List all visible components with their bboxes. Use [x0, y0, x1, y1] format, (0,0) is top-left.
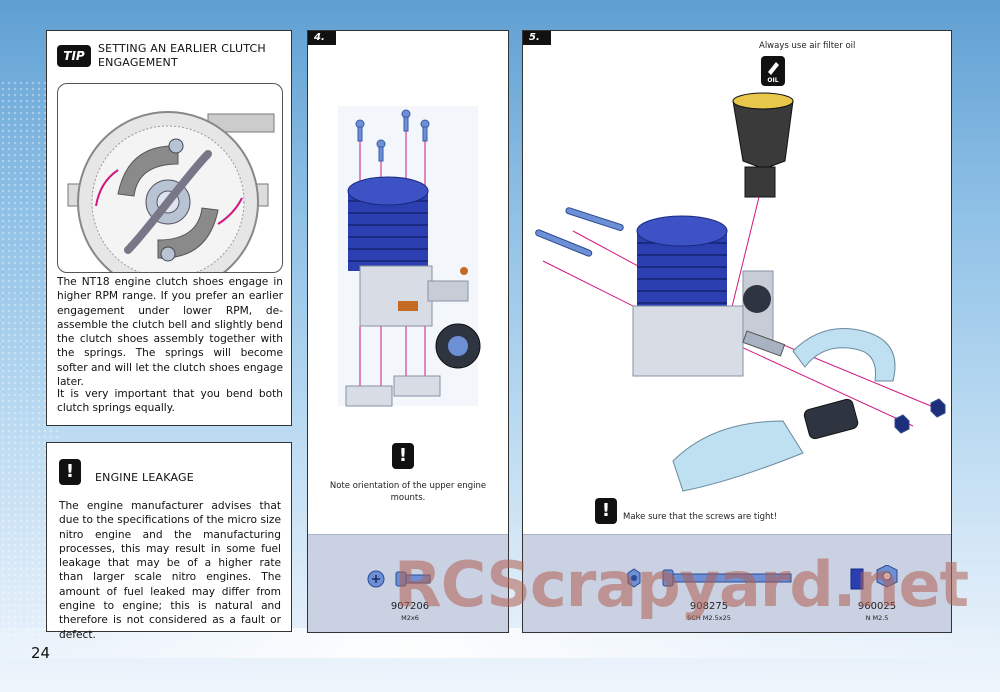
tip-panel: TIP Setting an earlier clutch engagement… — [46, 30, 292, 426]
air-filter-note: Always use air filter oil — [759, 41, 856, 51]
background-streak — [0, 628, 1000, 658]
leakage-title: Engine leakage — [95, 471, 194, 484]
tip-badge: TIP — [57, 45, 91, 67]
step-number: 5. — [523, 31, 551, 45]
tip-paragraph-2: It is very important that you bend both … — [57, 388, 283, 415]
tip-title: Setting an earlier clutch engagement — [98, 42, 266, 69]
step-4-note: Note orientation of the upper engine mou… — [329, 481, 487, 503]
step-5-note: Make sure that the screws are tight! — [623, 512, 778, 522]
page-number: 24 — [31, 644, 51, 662]
warning-icon: ! — [59, 459, 81, 485]
oil-icon: OIL — [761, 56, 785, 86]
part-code: 960025 — [857, 601, 897, 612]
clutch-illustration — [57, 83, 283, 273]
warning-icon: ! — [595, 498, 617, 524]
leakage-text: The engine manufacturer advises that due… — [59, 500, 281, 641]
screw-m2x6-icon — [367, 570, 431, 588]
parts-strip: 908275 SCH M2.5x25 960025 N M2.5 — [523, 534, 951, 632]
part-description: N M2.5 — [865, 614, 889, 622]
parts-strip: 907206 M2x6 — [308, 534, 508, 632]
oil-label: OIL — [767, 77, 779, 84]
step-5-panel: 5. Always use air filter oil OIL — [522, 30, 952, 633]
tip-paragraph-1: The NT18 engine clutch shoes engage in h… — [57, 276, 283, 389]
step-4-panel: 4. ! Note orientation of the — [307, 30, 509, 633]
part-code: 907206 — [390, 601, 430, 612]
step-number: 4. — [308, 31, 336, 45]
nut-m25-icon — [850, 565, 898, 590]
warning-icon: ! — [392, 443, 414, 469]
screw-m25x25-icon — [627, 568, 792, 588]
engine-mount-illustration — [338, 106, 481, 407]
part-code: 908275 — [689, 601, 729, 612]
engine-exhaust-illustration — [535, 92, 946, 492]
part-description: M2x6 — [401, 614, 419, 622]
part-description: SCH M2.5x25 — [687, 614, 731, 622]
engine-leakage-panel: ! Engine leakage The engine manufacturer… — [46, 442, 292, 641]
